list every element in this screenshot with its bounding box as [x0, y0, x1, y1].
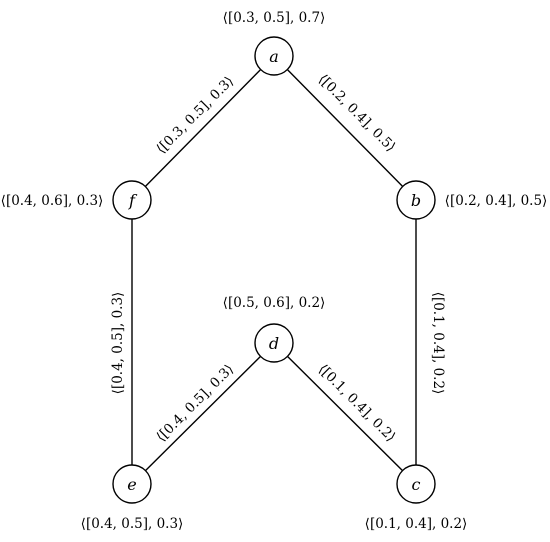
edge-d-c	[273, 342, 417, 485]
node-e-name: e	[127, 475, 136, 494]
node-a-name: a	[269, 47, 279, 66]
edge-label-b-c: ⟨[0.1, 0.4], 0.2⟩	[430, 292, 446, 395]
edge-d-e	[131, 342, 275, 485]
node-b-circle	[396, 180, 436, 220]
edge-label-d-e: ⟨[0.4, 0.5], 0.3⟩	[153, 361, 237, 445]
node-b: b	[396, 180, 436, 220]
node-f-name: f	[128, 191, 138, 210]
node-d-circle	[254, 323, 294, 363]
edge-label-a-b: ⟨[0.2, 0.4], 0.5⟩	[315, 71, 399, 155]
edge-labels: ⟨[0.3, 0.5], 0.3⟩ ⟨[0.2, 0.4], 0.5⟩ ⟨[0.…	[110, 71, 446, 445]
node-a: a	[254, 36, 294, 76]
node-d: d	[254, 323, 294, 363]
node-e: e	[112, 464, 152, 504]
node-f-circle	[112, 180, 152, 220]
node-f: f	[112, 180, 152, 220]
node-label-d: ⟨[0.5, 0.6], 0.2⟩	[223, 295, 326, 311]
node-c-name: c	[412, 475, 421, 494]
nodes: a b c d e f	[112, 36, 436, 504]
edge-label-a-f: ⟨[0.3, 0.5], 0.3⟩	[153, 73, 237, 157]
node-label-a: ⟨[0.3, 0.5], 0.7⟩	[223, 10, 326, 26]
edge-label-f-e: ⟨[0.4, 0.5], 0.3⟩	[110, 292, 126, 395]
node-c: c	[396, 464, 436, 504]
node-b-name: b	[411, 191, 421, 210]
node-label-c: ⟨[0.1, 0.4], 0.2⟩	[365, 516, 468, 532]
edges	[131, 55, 417, 485]
node-e-circle	[112, 464, 152, 504]
node-labels: ⟨[0.3, 0.5], 0.7⟩ ⟨[0.2, 0.4], 0.5⟩ ⟨[0.…	[1, 10, 548, 532]
edge-a-b	[273, 55, 417, 201]
edge-label-d-c: ⟨[0.1, 0.4], 0.2⟩	[315, 361, 399, 445]
node-label-b: ⟨[0.2, 0.4], 0.5⟩	[445, 193, 548, 209]
node-c-circle	[396, 464, 436, 504]
node-label-e: ⟨[0.4, 0.5], 0.3⟩	[81, 516, 184, 532]
node-label-f: ⟨[0.4, 0.6], 0.3⟩	[1, 193, 104, 209]
node-d-name: d	[269, 334, 279, 353]
edge-a-f	[131, 55, 275, 201]
node-a-circle	[254, 36, 294, 76]
